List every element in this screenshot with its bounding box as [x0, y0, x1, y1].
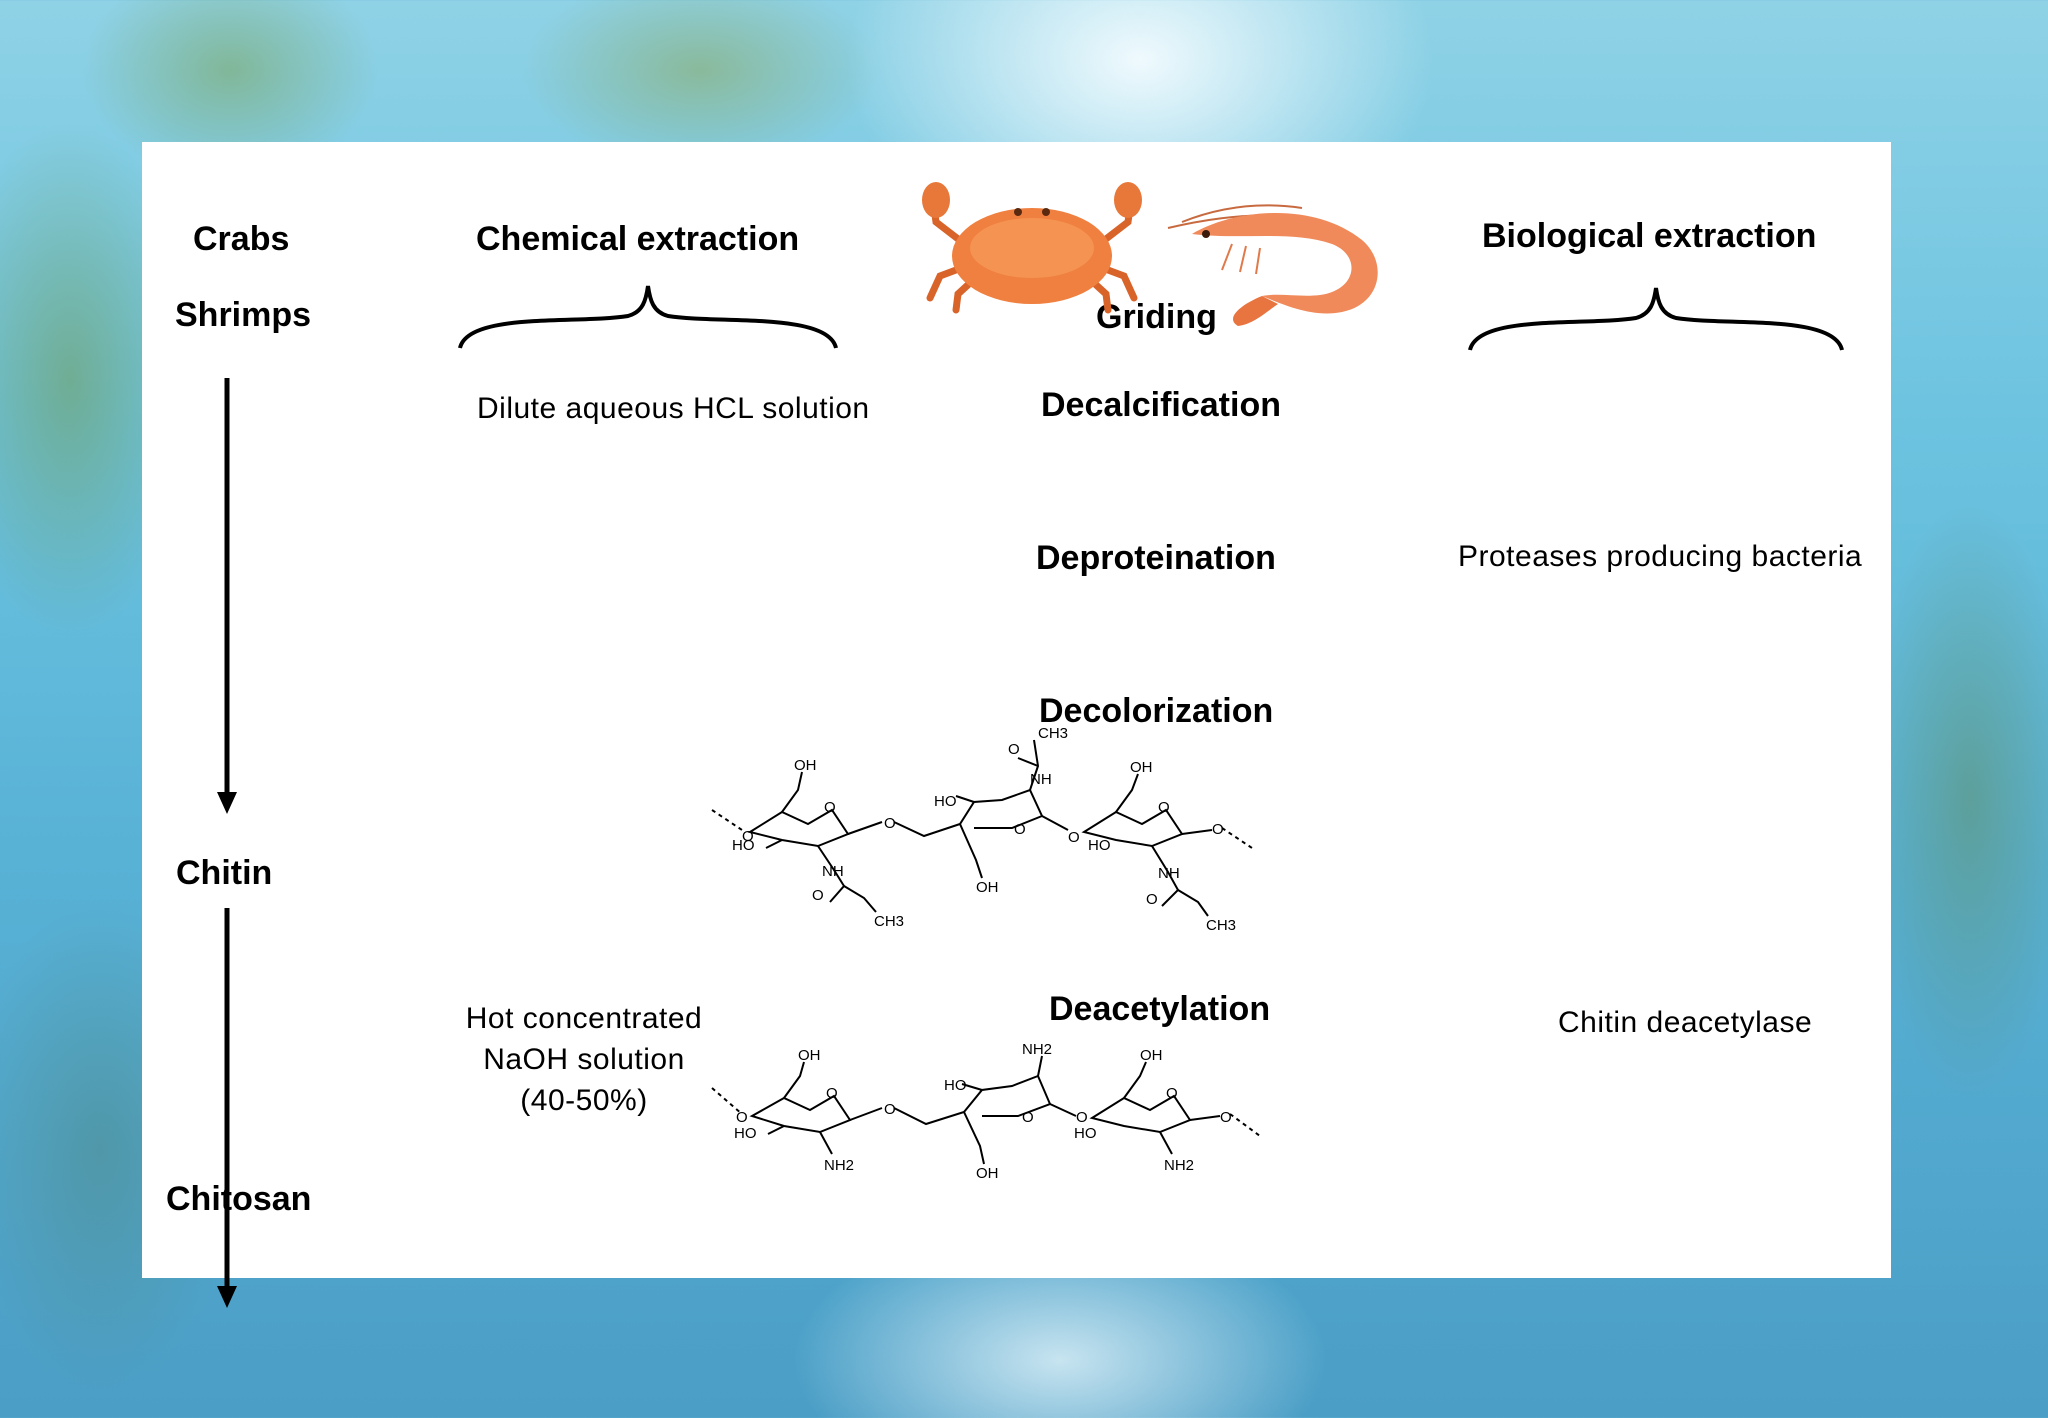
step-deacetylation: Deacetylation	[1049, 990, 1271, 1028]
chem-o: O	[884, 1101, 896, 1118]
chem-o: O	[1014, 821, 1026, 838]
chem-oh: OH	[976, 1165, 999, 1182]
chem-nh2: NH2	[1164, 1157, 1194, 1174]
chemical-deacetylation-reagent: Hot concentrated NaOH solution (40-50%)	[464, 998, 704, 1121]
step-decolorization: Decolorization	[1039, 692, 1274, 730]
brace-icon	[458, 285, 838, 349]
chem-o: O	[1008, 741, 1020, 758]
reagent-line-2: NaOH solution	[483, 1043, 685, 1076]
down-arrow-icon	[217, 378, 237, 814]
chem-nh: NH	[1158, 865, 1180, 882]
product-chitosan: Chitosan	[166, 1180, 312, 1218]
chem-o: O	[736, 1109, 748, 1126]
chem-o: O	[824, 799, 836, 816]
chem-oh: OH	[1130, 759, 1153, 776]
brace-icon	[1468, 287, 1844, 351]
biological-deproteination-agent: Proteases producing bacteria	[1458, 540, 1863, 573]
chem-nh2: NH2	[1022, 1041, 1052, 1058]
source-shrimps: Shrimps	[175, 296, 312, 334]
crab-image	[922, 182, 1142, 314]
biological-extraction-title: Biological extraction	[1482, 217, 1817, 255]
chem-ho: HO	[732, 837, 755, 854]
chitin-structure: O OH HO O NH O CH3 O HO NH O CH3 O OH O …	[711, 725, 1253, 934]
chem-ho: HO	[1074, 1125, 1097, 1142]
chem-o: O	[1220, 1109, 1232, 1126]
step-deproteination: Deproteination	[1036, 539, 1276, 577]
biological-deacetylation-agent: Chitin deacetylase	[1558, 1006, 1813, 1039]
chemical-extraction-title: Chemical extraction	[476, 220, 800, 258]
background-seaweed	[1860, 500, 2048, 1100]
chem-ch3: CH3	[1206, 917, 1236, 934]
chitosan-structure: O OH HO O NH2 O HO NH2 O OH O OH HO O NH…	[711, 1041, 1261, 1182]
chem-o: O	[884, 815, 896, 832]
chem-oh: OH	[1140, 1047, 1163, 1064]
reagent-line-1: Hot concentrated	[465, 1002, 703, 1035]
diagram-panel: Crabs Shrimps Chitin Chitosan Chemical e…	[142, 142, 1891, 1308]
chem-oh: OH	[798, 1047, 821, 1064]
chemical-decalcification-reagent: Dilute aqueous HCL solution	[477, 392, 870, 425]
chem-oh: OH	[976, 879, 999, 896]
chem-o: O	[1166, 1085, 1178, 1102]
chem-o: O	[1076, 1109, 1088, 1126]
chem-o: O	[1146, 891, 1158, 908]
background-seaweed	[520, 0, 880, 170]
step-decalcification: Decalcification	[1041, 386, 1281, 424]
source-crabs: Crabs	[193, 220, 290, 258]
step-griding: Griding	[1096, 298, 1217, 336]
down-arrow-icon	[217, 908, 237, 1308]
product-chitin: Chitin	[176, 854, 273, 892]
shrimp-image	[1167, 204, 1378, 326]
chem-o: O	[812, 887, 824, 904]
chem-ho: HO	[944, 1077, 967, 1094]
chem-ho: HO	[934, 793, 957, 810]
chem-o: O	[1022, 1109, 1034, 1126]
chem-o: O	[1158, 799, 1170, 816]
chem-o: O	[1068, 829, 1080, 846]
chem-ho: HO	[1088, 837, 1111, 854]
chem-ho: HO	[734, 1125, 757, 1142]
chem-o: O	[742, 828, 754, 845]
chem-oh: OH	[794, 757, 817, 774]
reagent-line-3: (40-50%)	[520, 1084, 648, 1117]
chem-nh: NH	[822, 863, 844, 880]
chem-o: O	[826, 1085, 838, 1102]
chem-nh: NH	[1030, 771, 1052, 788]
chem-ch3: CH3	[874, 913, 904, 930]
chem-nh2: NH2	[824, 1157, 854, 1174]
chem-ch3: CH3	[1038, 725, 1068, 742]
chem-o: O	[1212, 821, 1224, 838]
